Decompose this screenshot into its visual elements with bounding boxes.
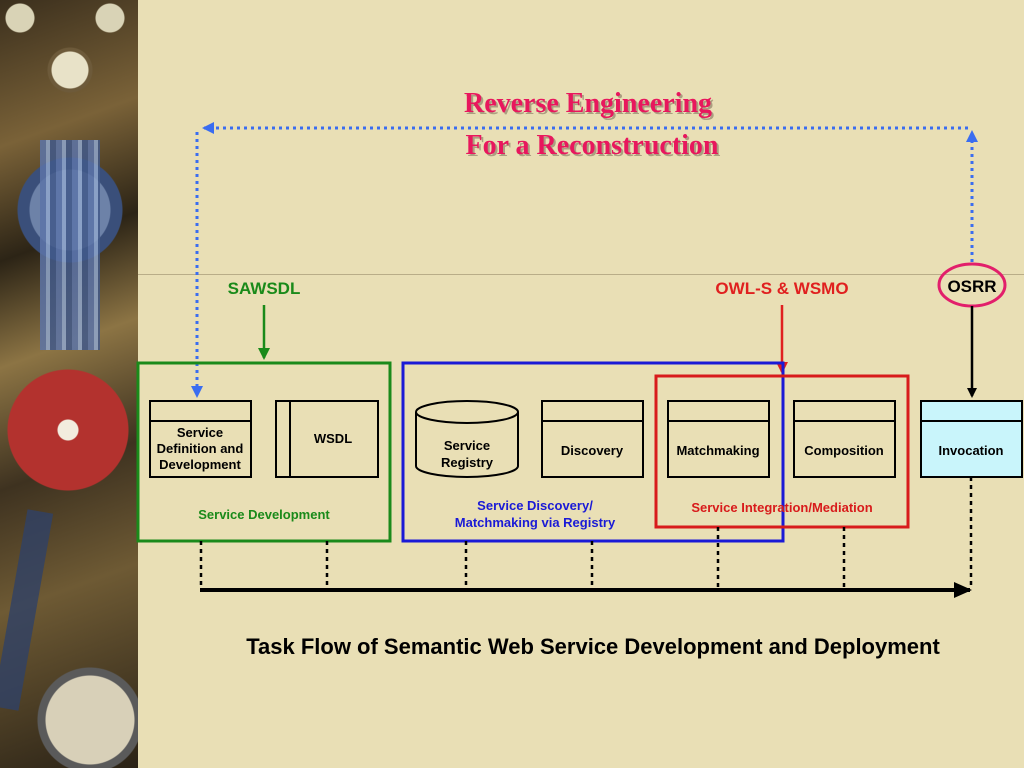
service-definition-line3: Development bbox=[159, 457, 241, 472]
service-discovery-label-line1: Service Discovery/ bbox=[477, 498, 593, 513]
title-line2: For a Reconstruction bbox=[466, 130, 719, 161]
service-discovery-label-line2: Matchmaking via Registry bbox=[455, 515, 616, 530]
medal-photo-strip bbox=[0, 0, 138, 768]
discovery-box: Discovery bbox=[541, 400, 644, 478]
slide-divider-line bbox=[138, 274, 1024, 275]
service-development-group bbox=[136, 361, 392, 543]
wsdl-label: WSDL bbox=[314, 431, 352, 446]
title-line1: Reverse Engineering bbox=[464, 88, 712, 119]
matchmaking-label: Matchmaking bbox=[676, 443, 759, 458]
service-definition-box: Service Definition and Development bbox=[149, 400, 252, 478]
service-registry-line1: Service bbox=[444, 438, 490, 453]
reverse-engineering-arrow bbox=[191, 122, 978, 398]
composition-box: Composition bbox=[793, 400, 896, 478]
service-integration-group bbox=[654, 374, 910, 529]
title-line1-shadow: Reverse Engineering bbox=[466, 90, 714, 121]
service-registry-cylinder: Service Registry bbox=[415, 400, 519, 478]
invocation-label: Invocation bbox=[938, 443, 1003, 458]
service-definition-line1: Service bbox=[177, 425, 223, 440]
matchmaking-box: Matchmaking bbox=[667, 400, 770, 478]
sawsdl-label: SAWSDL bbox=[228, 279, 301, 298]
service-registry-line2: Registry bbox=[441, 455, 494, 470]
diagram-caption: Task Flow of Semantic Web Service Develo… bbox=[246, 634, 940, 659]
service-integration-label: Service Integration/Mediation bbox=[691, 500, 872, 515]
title-line2-shadow: For a Reconstruction bbox=[468, 132, 721, 163]
service-development-label: Service Development bbox=[198, 507, 330, 522]
title-block: Reverse Engineering Reverse Engineering … bbox=[464, 88, 721, 163]
owls-wsmo-label: OWL-S & WSMO bbox=[715, 279, 848, 298]
wsdl-box: WSDL bbox=[275, 400, 379, 478]
timeline-drop-lines bbox=[199, 477, 973, 588]
service-definition-line2: Definition and bbox=[157, 441, 244, 456]
ribbon-decoration bbox=[40, 140, 100, 350]
osrr-label: OSRR bbox=[947, 277, 996, 296]
composition-label: Composition bbox=[804, 443, 883, 458]
discovery-label: Discovery bbox=[561, 443, 624, 458]
invocation-box: Invocation bbox=[920, 400, 1023, 478]
